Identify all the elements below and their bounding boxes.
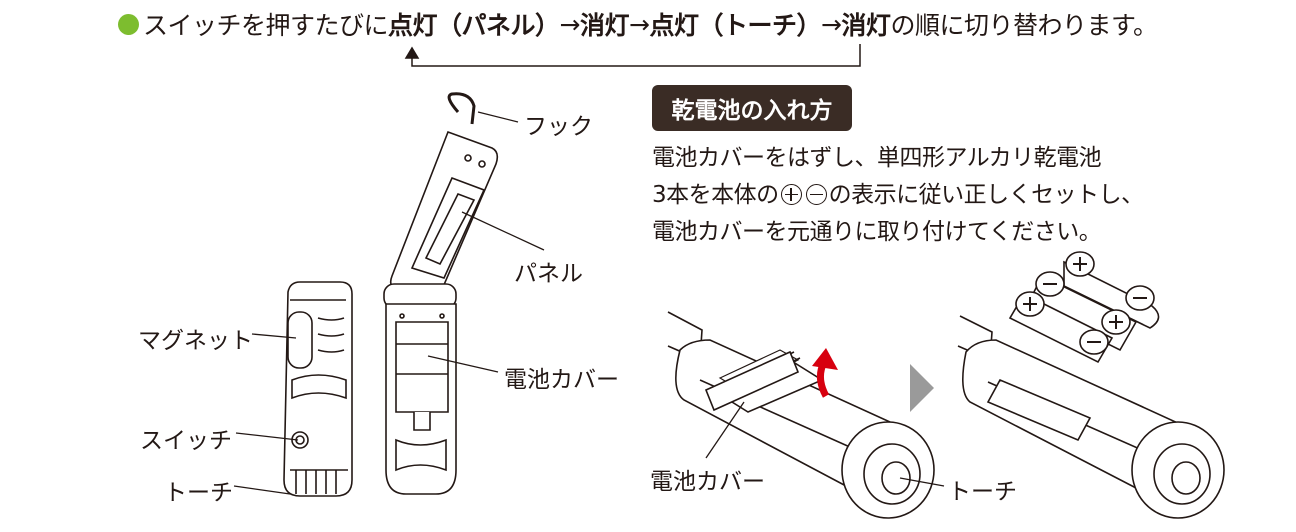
label-torch: トーチ — [164, 480, 233, 506]
label-battery-cover: 電池カバー — [504, 367, 619, 393]
instruction-line-2b: の表示に従い正しくセットし、 — [828, 182, 1145, 208]
arrow-2: → — [629, 9, 650, 39]
instruction-line-2a: 3本を本体の — [652, 182, 779, 208]
minus-terminal-icon — [805, 184, 827, 205]
sequence-intro: スイッチを押すたびに — [143, 11, 389, 40]
light-closed-illustration — [283, 281, 353, 497]
leader-lines — [233, 111, 545, 495]
label-battery-cover-step: 電池カバー — [650, 469, 765, 495]
light-open-illustration — [383, 92, 499, 495]
lift-arrow-icon — [812, 348, 838, 398]
battery-insertion-illustration — [957, 251, 1225, 519]
mode-off-1: 消灯 — [579, 11, 630, 40]
label-hook: フック — [524, 114, 593, 140]
mode-torch-on: 点灯（トーチ） — [649, 11, 821, 40]
label-panel: パネル — [514, 261, 583, 287]
green-bullet-icon — [118, 13, 139, 35]
mode-sequence-text: スイッチを押すたびに 点灯（パネル） → 消灯 → 点灯（トーチ） → 消灯 の… — [118, 6, 1158, 42]
arrow-1: → — [559, 9, 581, 39]
mode-off-2: 消灯 — [841, 11, 891, 40]
leader-lines-step1 — [705, 401, 945, 487]
mode-panel-on: 点灯（パネル） — [388, 11, 560, 40]
battery-instructions: 電池カバーをはずし、単四形アルカリ乾電池 3本を本体の の表示に従い正しくセットし… — [652, 140, 1144, 251]
arrow-3: → — [820, 9, 842, 39]
sequence-outro: の順に切り替わります。 — [890, 11, 1158, 40]
battery-section-title: 乾電池の入れ方 — [652, 85, 852, 131]
plus-terminal-icon — [780, 184, 802, 205]
next-step-arrow-icon — [910, 364, 934, 412]
loop-back-arrow — [404, 44, 861, 67]
battery-polarity-marks — [1023, 257, 1147, 343]
instruction-line-2: 3本を本体の の表示に従い正しくセットし、 — [652, 177, 1144, 214]
battery-cover-removal-illustration — [667, 311, 935, 519]
label-switch: スイッチ — [140, 428, 232, 454]
label-torch-step: トーチ — [948, 479, 1017, 505]
label-magnet: マグネット — [138, 328, 253, 354]
instruction-line-3: 電池カバーを元通りに取り付けてください。 — [652, 219, 1102, 245]
instruction-line-1: 電池カバーをはずし、単四形アルカリ乾電池 — [652, 145, 1102, 171]
